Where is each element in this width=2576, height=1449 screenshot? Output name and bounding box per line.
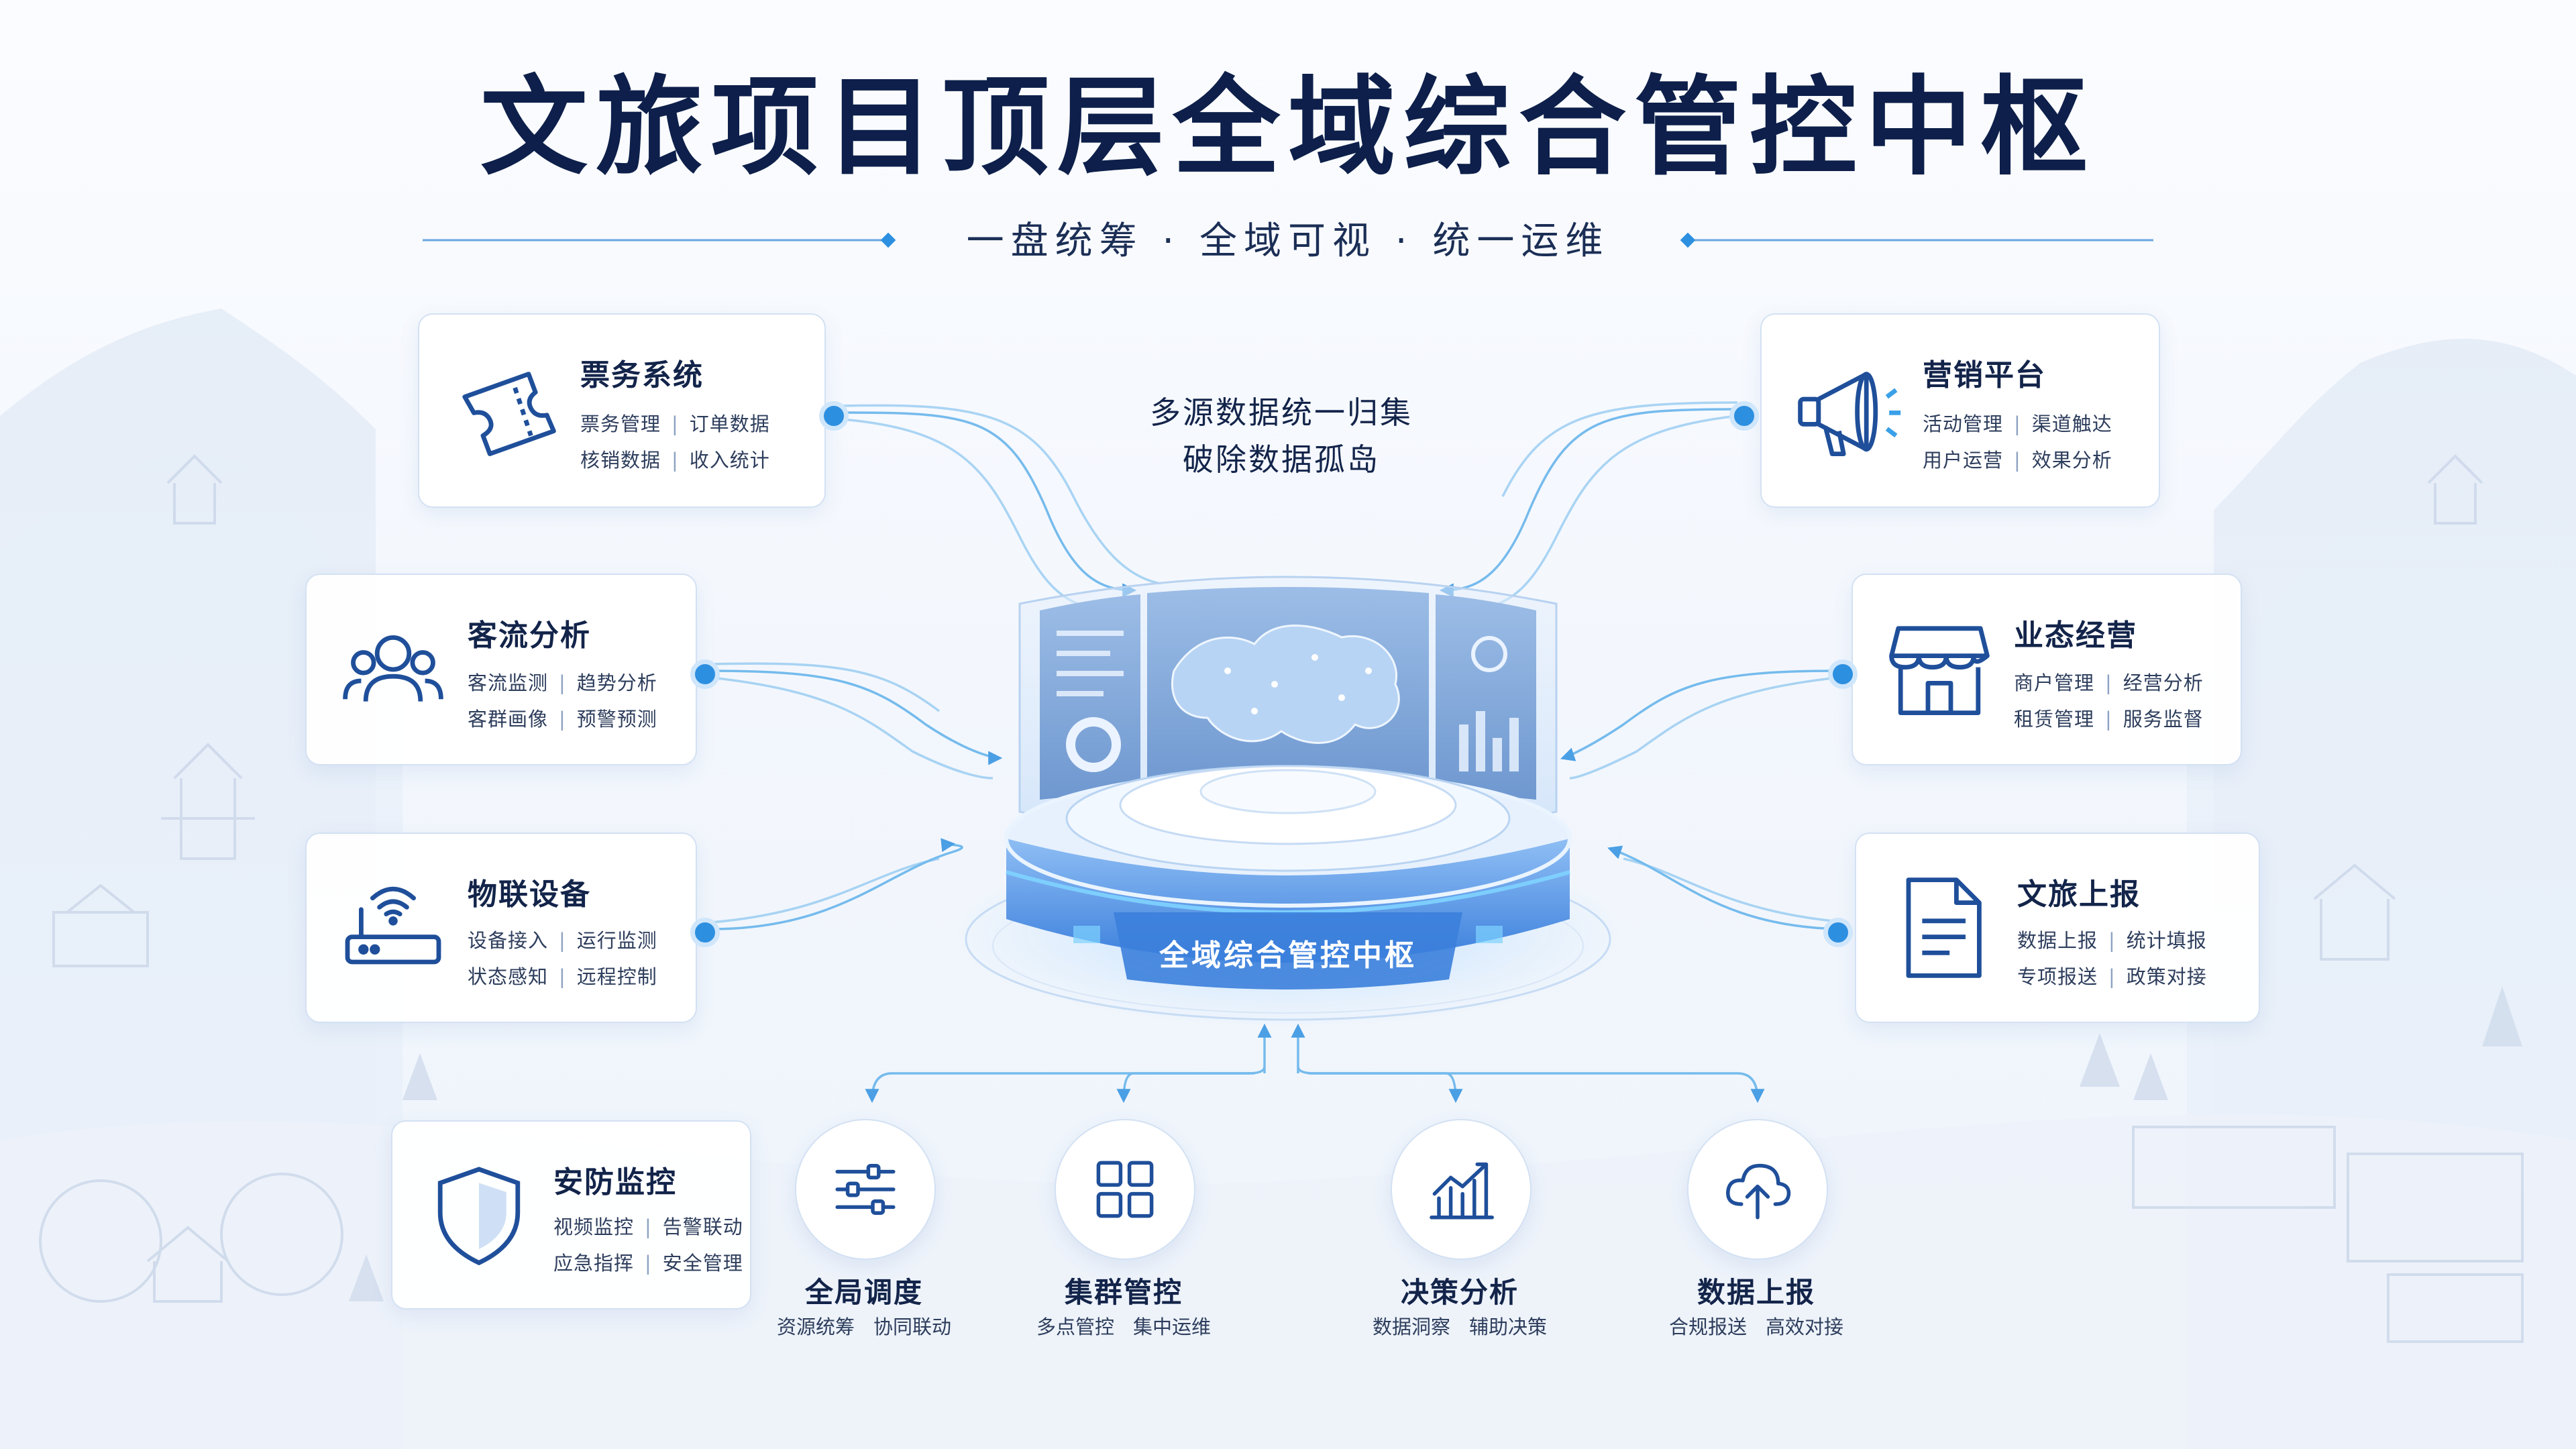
connector-dot <box>690 659 720 689</box>
card-sub-row-1: 商户管理|经营分析 <box>2014 672 2204 694</box>
center-slogan-2: 破除数据孤岛 <box>1183 441 1380 478</box>
circle-cluster-control[interactable] <box>1055 1119 1195 1260</box>
card-sub-row-2: 租赁管理|服务监督 <box>2014 708 2204 731</box>
bottom-subs: 资源统筹协同联动 <box>776 1316 952 1338</box>
router-icon <box>345 886 441 965</box>
card-iot-devices[interactable]: 物联设备 设备接入|运行监测 状态感知|远程控制 <box>305 833 697 1023</box>
grid-icon <box>1096 1161 1154 1218</box>
subtitle: 一盘统筹 · 全域可视 · 统一运维 <box>966 219 1610 263</box>
people-icon <box>343 635 443 702</box>
subtitle-row: 一盘统筹 · 全域可视 · 统一运维 <box>0 215 2576 268</box>
bottom-subs: 多点管控集中运维 <box>1036 1316 1212 1338</box>
circle-global-dispatch[interactable] <box>795 1119 936 1260</box>
center-slogan-1: 多源数据统一归集 <box>1150 394 1413 431</box>
card-sub-row-2: 客群画像|预警预测 <box>468 708 657 731</box>
circle-data-report[interactable] <box>1687 1119 1828 1260</box>
card-title: 营销平台 <box>1923 358 2046 392</box>
card-title: 物联设备 <box>468 877 591 912</box>
subtitle-divider-lines <box>423 232 2153 248</box>
hub-platform <box>953 576 1623 1026</box>
card-sub-row-1: 活动管理|渠道触达 <box>1923 413 2112 435</box>
card-sub-row-1: 客流监测|趋势分析 <box>468 672 657 694</box>
connector-dot <box>1828 659 1858 689</box>
card-sub-row-1: 数据上报|统计填报 <box>2017 929 2207 952</box>
page-title: 文旅项目顶层全域综合管控中枢 <box>480 64 2096 190</box>
connector-dot <box>1729 401 1759 431</box>
card-security[interactable]: 安防监控 视频监控|告警联动 应急指挥|安全管理 <box>391 1120 751 1309</box>
bottom-subs: 数据洞察辅助决策 <box>1372 1316 1548 1338</box>
card-title: 业态经营 <box>2014 619 2137 653</box>
card-title: 客流分析 <box>468 619 591 653</box>
card-sub-row-2: 应急指挥|安全管理 <box>553 1252 743 1275</box>
bottom-title: 集群管控 <box>1064 1276 1183 1309</box>
card-sub-row-1: 设备接入|运行监测 <box>468 929 657 952</box>
card-ticketing[interactable]: 票务系统 票务管理|订单数据 核销数据|收入统计 <box>418 313 826 508</box>
card-business-ops[interactable]: 业态经营 商户管理|经营分析 租赁管理|服务监督 <box>1851 574 2242 765</box>
bottom-title: 全局调度 <box>804 1276 923 1309</box>
connector-dot <box>690 918 720 947</box>
card-title: 安防监控 <box>553 1165 677 1199</box>
card-sub-row-2: 用户运营|效果分析 <box>1923 449 2112 472</box>
card-title: 文旅上报 <box>2017 877 2141 912</box>
card-sub-row-1: 视频监控|告警联动 <box>553 1216 743 1238</box>
megaphone-icon <box>1798 372 1901 456</box>
store-icon <box>1889 626 1990 715</box>
chart-icon <box>1430 1162 1494 1220</box>
card-tourism-report[interactable]: 文旅上报 数据上报|统计填报 专项报送|政策对接 <box>1855 833 2260 1023</box>
connector-dot <box>819 401 849 431</box>
card-sub-row-2: 核销数据|收入统计 <box>580 449 770 472</box>
bottom-title: 数据上报 <box>1697 1276 1815 1309</box>
cloud-upload-icon <box>1726 1163 1791 1220</box>
bottom-title: 决策分析 <box>1400 1276 1519 1309</box>
hub-label: 全域综合管控中枢 <box>1159 938 1417 973</box>
shield-icon <box>437 1167 521 1266</box>
document-icon <box>1906 877 1982 978</box>
card-marketing[interactable]: 营销平台 活动管理|渠道触达 用户运营|效果分析 <box>1760 313 2160 508</box>
bottom-subs: 合规报送高效对接 <box>1668 1316 1844 1338</box>
card-visitor-flow[interactable]: 客流分析 客流监测|趋势分析 客群画像|预警预测 <box>305 574 697 765</box>
connector-dot <box>1823 918 1853 947</box>
ticket-icon <box>462 372 556 456</box>
card-sub-row-2: 专项报送|政策对接 <box>2017 965 2207 988</box>
sliders-icon <box>835 1164 896 1215</box>
card-sub-row-2: 状态感知|远程控制 <box>468 965 657 988</box>
card-sub-row-1: 票务管理|订单数据 <box>580 413 770 435</box>
card-title: 票务系统 <box>580 358 704 392</box>
circle-decision-analysis[interactable] <box>1391 1119 1532 1260</box>
